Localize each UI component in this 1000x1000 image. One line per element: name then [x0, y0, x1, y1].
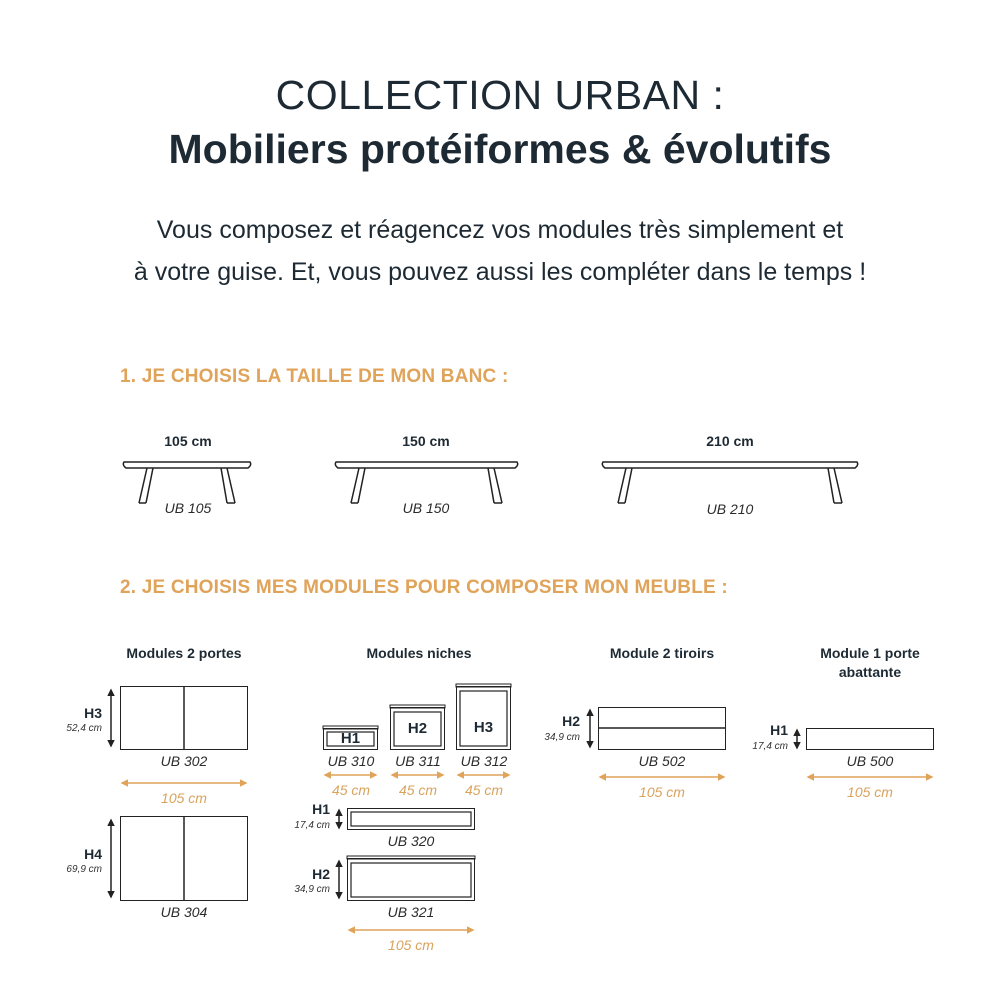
ub311-opening: [393, 711, 442, 747]
two-drawers-width: 105 cm: [639, 784, 685, 800]
ub321-ref: UB 321: [387, 904, 435, 920]
ub311-top: [389, 704, 446, 709]
ub302-height-label: H3: [84, 705, 102, 721]
niches-title: Modules niches: [366, 645, 472, 661]
ub311-label: H2: [407, 720, 428, 737]
ub311-ref: UB 311: [395, 753, 441, 769]
flap-door-title-1: Module 1 porte: [820, 645, 920, 661]
ub500-ref: UB 500: [846, 753, 894, 769]
ub321-height-label: H2: [312, 866, 330, 882]
ub502-ref: UB 502: [638, 753, 686, 769]
intro-line-2: à votre guise. Et, vous pouvez aussi les…: [133, 258, 867, 286]
bench-105-ref: UB 105: [164, 500, 212, 516]
ub304-height-value: 69,9 cm: [66, 864, 102, 875]
ub500-height-value: 17,4 cm: [752, 741, 788, 752]
ub310-top: [322, 725, 379, 730]
ub304-height-label: H4: [84, 846, 102, 862]
ub310-opening: [326, 731, 375, 747]
ub311-module: [390, 707, 445, 750]
bench-150-ref: UB 150: [402, 500, 450, 516]
ub302-height-value: 52,4 cm: [66, 723, 102, 734]
two-doors-title: Modules 2 portes: [126, 645, 242, 661]
ub502-height-value: 34,9 cm: [544, 732, 580, 743]
ub320-module: [347, 808, 475, 830]
ub310-width: 45 cm: [331, 782, 371, 798]
niches-width: 105 cm: [388, 937, 434, 953]
ub320-height-value: 17,4 cm: [294, 820, 330, 831]
bench-105-drawing: [122, 461, 252, 504]
ub310-label: H1: [340, 730, 361, 747]
ub320-height-label: H1: [312, 801, 330, 817]
ub310-ref: UB 310: [327, 753, 375, 769]
ub321-top: [346, 855, 476, 860]
two-doors-width: 105 cm: [161, 790, 207, 806]
ub312-width: 45 cm: [464, 782, 504, 798]
step2-heading: 2. JE CHOISIS MES MODULES POUR COMPOSER …: [120, 577, 728, 598]
ub311-width: 45 cm: [398, 782, 438, 798]
bench-210-size: 210 cm: [706, 433, 754, 449]
step1-heading: 1. JE CHOISIS LA TAILLE DE MON BANC :: [120, 366, 509, 387]
ub312-top: [455, 683, 512, 688]
flap-door-width: 105 cm: [847, 784, 893, 800]
ub320-ref: UB 320: [387, 833, 435, 849]
bench-150-drawing: [334, 461, 519, 504]
bench-210-ref: UB 210: [706, 501, 754, 517]
bench-150-size: 150 cm: [402, 433, 450, 449]
intro-line-1: Vous composez et réagencez vos modules t…: [156, 216, 844, 244]
two-drawers-title: Module 2 tiroirs: [609, 645, 715, 661]
ub500-height-label: H1: [770, 722, 788, 738]
ub312-module: [456, 686, 511, 750]
ub312-label: H3: [473, 719, 494, 736]
collection-title: COLLECTION URBAN :: [275, 72, 725, 118]
ub302-ref: UB 302: [160, 753, 208, 769]
ub320-opening: [350, 811, 472, 827]
ub312-ref: UB 312: [460, 753, 508, 769]
ub312-opening: [459, 690, 508, 747]
ub500-module: [806, 728, 934, 750]
bench-105-size: 105 cm: [164, 433, 212, 449]
ub502-height-label: H2: [562, 713, 580, 729]
bench-210-drawing: [601, 461, 859, 504]
flap-door-title-2: abattante: [838, 664, 902, 680]
collection-subtitle: Mobiliers protéiformes & évolutifs: [168, 126, 832, 172]
ub321-opening: [350, 862, 472, 898]
ub321-height-value: 34,9 cm: [294, 884, 330, 895]
ub304-ref: UB 304: [160, 904, 208, 920]
